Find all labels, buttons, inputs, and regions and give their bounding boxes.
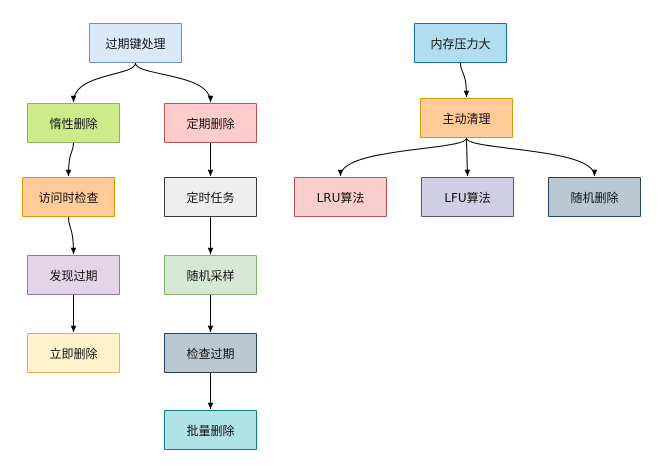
edge-mem-to-active xyxy=(460,62,470,98)
node-timed-task: 定时任务 xyxy=(164,177,257,217)
node-periodic-delete: 定期删除 xyxy=(164,103,257,143)
edge-active-to-lru xyxy=(337,137,467,177)
node-memory-pressure: 内存压力大 xyxy=(414,23,507,63)
edge-expire-to-periodic xyxy=(135,62,214,103)
node-check-expired: 检查过期 xyxy=(164,333,257,373)
edge-expire-to-lazy xyxy=(70,62,136,103)
node-lfu-algorithm: LFU算法 xyxy=(421,177,514,217)
node-found-expired: 发现过期 xyxy=(27,255,120,295)
node-lru-algorithm: LRU算法 xyxy=(294,177,387,217)
node-expire-handling: 过期键处理 xyxy=(89,23,182,63)
node-active-cleanup: 主动清理 xyxy=(420,98,513,138)
node-batch-delete: 批量删除 xyxy=(164,410,257,450)
edge-lazy-to-check xyxy=(65,142,74,177)
node-immediate-delete: 立即删除 xyxy=(27,333,120,373)
node-lazy-delete: 惰性删除 xyxy=(27,103,120,143)
node-access-check: 访问时检查 xyxy=(22,177,115,217)
node-random-sample: 随机采样 xyxy=(164,255,257,295)
node-random-delete: 随机删除 xyxy=(548,177,641,217)
edge-check-to-found xyxy=(68,216,77,255)
edge-active-to-random xyxy=(466,137,598,177)
edge-active-to-lfu xyxy=(464,137,471,177)
